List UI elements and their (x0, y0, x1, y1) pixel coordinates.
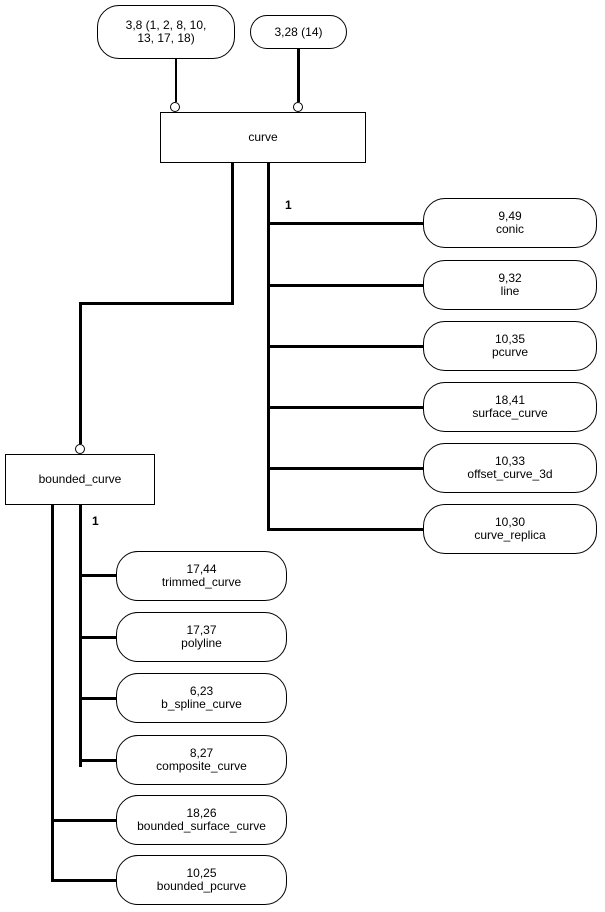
subtype-ref: 17,44 (186, 562, 217, 576)
subtype-name: b_spline_curve (161, 697, 242, 711)
curve-branch-4 (267, 406, 423, 409)
subtype-name: bounded_surface_curve (137, 819, 266, 833)
bounded-inner-branch-1 (79, 574, 116, 577)
subtype-ref: 18,26 (186, 806, 217, 820)
subtype-bounded-surface-curve: 18,26 bounded_surface_curve (116, 795, 287, 845)
subtype-ref: 9,32 (498, 271, 522, 285)
subtype-name: conic (495, 222, 524, 236)
bounded-curve-circle (75, 444, 85, 454)
curve-branch-1 (267, 222, 423, 225)
subtype-name: trimmed_curve (161, 575, 242, 589)
subtype-ref: 8,27 (189, 746, 214, 760)
curve-branch-5 (267, 467, 423, 470)
bounded-outer-branch-2 (51, 879, 116, 882)
subtype-name: line (500, 284, 520, 298)
entity-curve-label: curve (248, 130, 278, 144)
bounded-inner-branch-3 (79, 697, 116, 700)
subtype-ref: 17,37 (186, 623, 217, 637)
subtype-curve-replica: 10,30 curve_replica (423, 504, 597, 554)
subtype-ref: 9,49 (498, 209, 522, 223)
ref-node-a-line2: 13, 17, 18) (137, 31, 195, 45)
entity-curve: curve (160, 112, 366, 163)
bounded-curve-multiplicity: 1 (92, 514, 99, 528)
subtype-trimmed-curve: 17,44 trimmed_curve (116, 551, 287, 601)
bounded-outer-branch-1 (51, 819, 116, 822)
ref-a-circle (170, 102, 180, 112)
subtype-name: curve_replica (474, 528, 546, 542)
connector-ref-a-to-curve (175, 59, 177, 102)
subtype-b-spline-curve: 6,23 b_spline_curve (116, 673, 287, 723)
curve-branch-6 (267, 528, 423, 531)
subtype-composite-curve: 8,27 composite_curve (116, 735, 287, 785)
subtype-bounded-pcurve: 10,25 bounded_pcurve (116, 855, 287, 905)
connector-ref-b-to-curve (297, 49, 300, 102)
connector-curve-to-bounded-drop (79, 302, 82, 444)
subtype-ref: 10,30 (494, 515, 526, 529)
bounded-inner-branch-2 (79, 636, 116, 639)
ref-node-a-line1: 3,8 (1, 2, 8, 10, (125, 18, 207, 32)
connector-curve-to-bounded-across (79, 302, 234, 305)
subtype-pcurve: 10,35 pcurve (423, 321, 597, 371)
curve-branch-3 (267, 345, 423, 348)
ref-node-a: 3,8 (1, 2, 8, 10, 13, 17, 18) (97, 5, 235, 59)
subtype-offset-curve-3d: 10,33 offset_curve_3d (423, 443, 597, 493)
subtype-polyline: 17,37 polyline (116, 612, 287, 662)
subtype-name: offset_curve_3d (467, 467, 553, 481)
subtype-ref: 10,35 (494, 332, 526, 346)
subtype-name: pcurve (491, 345, 529, 359)
subtype-ref: 18,41 (494, 393, 526, 407)
ref-node-b-line1: 3,28 (14) (274, 24, 323, 39)
subtype-ref: 10,33 (494, 454, 526, 468)
ref-b-circle (293, 102, 303, 112)
curve-multiplicity: 1 (285, 198, 292, 212)
entity-bounded-curve: bounded_curve (5, 454, 155, 505)
ref-node-b: 3,28 (14) (250, 15, 347, 49)
subtype-line: 9,32 line (423, 260, 597, 310)
subtype-name: polyline (181, 636, 222, 650)
subtype-conic: 9,49 conic (423, 198, 597, 248)
subtype-name: composite_curve (156, 759, 247, 773)
curve-branch-2 (267, 284, 423, 287)
subtype-ref: 6,23 (189, 684, 214, 698)
bounded-outer-trunk (51, 505, 54, 882)
connector-curve-to-bounded-down (231, 163, 234, 304)
subtype-name: bounded_pcurve (156, 879, 247, 893)
bounded-inner-branch-4 (79, 759, 116, 762)
subtype-name: surface_curve (472, 406, 548, 420)
subtype-ref: 10,25 (186, 866, 217, 880)
entity-bounded-curve-label: bounded_curve (38, 472, 122, 486)
subtype-surface-curve: 18,41 surface_curve (423, 382, 597, 432)
